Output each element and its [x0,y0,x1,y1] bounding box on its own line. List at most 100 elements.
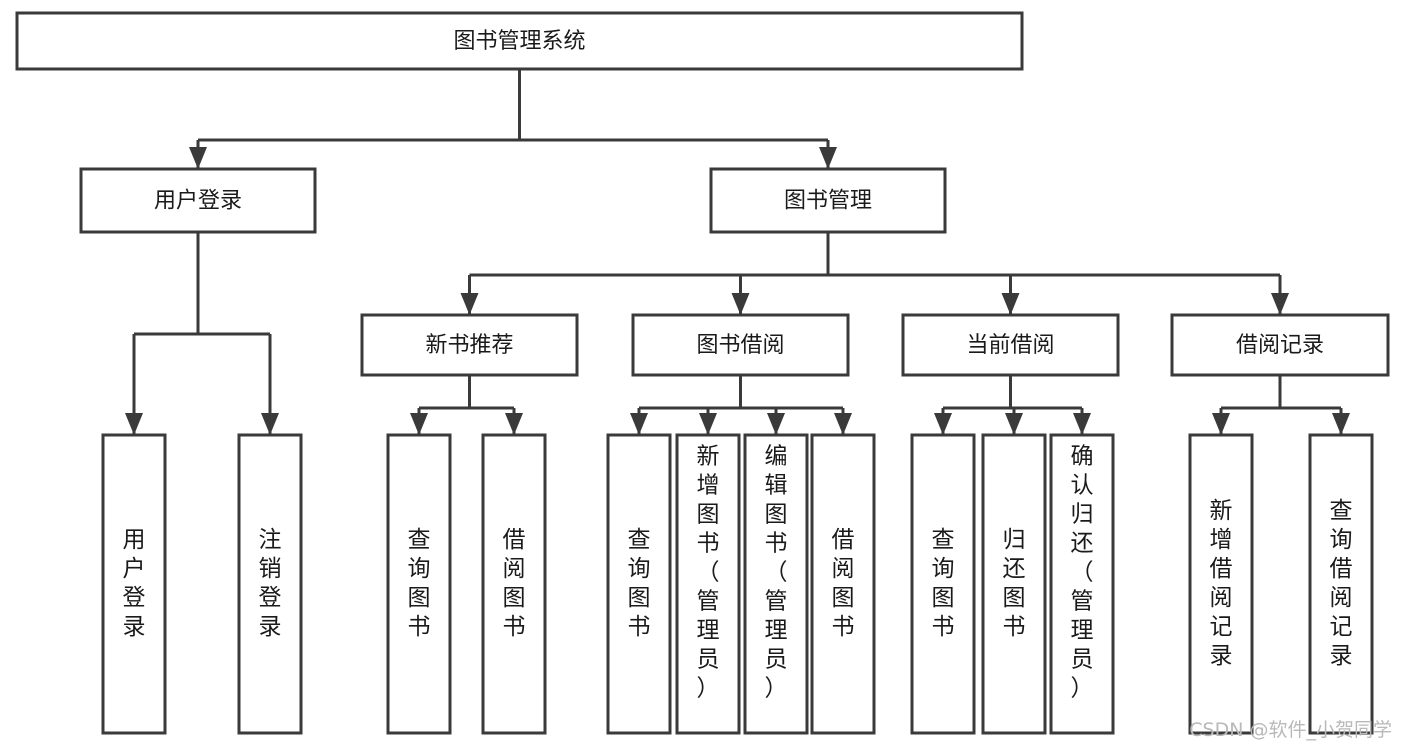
node-label-char: 阅 [1330,585,1353,611]
node-label-char: 理 [697,618,720,644]
node-label-char: 销 [259,556,282,582]
node-label-char: 查 [1330,498,1353,524]
node-label-char: （ [697,560,720,586]
node-label-char: 书 [765,531,788,557]
node-label-char: 理 [765,618,788,644]
node-label-char: 新 [697,444,720,470]
node-leaf-user-login[interactable]: 用户登录 [101,433,167,735]
node-label-char: 员 [765,647,788,673]
node-label-char: 用 [123,527,146,553]
node-label-char: 查 [408,527,431,553]
node-label-char: 员 [697,647,720,673]
node-label-char: 阅 [1210,585,1233,611]
node-label-char: ） [697,676,720,702]
node-label-char: 图 [832,585,855,611]
node-label-char: 查 [628,527,651,553]
node-label-char: 登 [259,585,282,611]
node-label-char: 记 [1330,614,1353,640]
node-label-char: （ [1071,560,1094,586]
arrow-head-icon [1005,413,1023,435]
arrow-head-icon [410,413,428,435]
node-book-borrow[interactable]: 图书借阅 [631,313,850,377]
node-label-char: 认 [1071,473,1094,499]
node-label-char: 询 [1330,527,1353,553]
arrow-head-icon [505,413,523,435]
node-label-char: ） [765,676,788,702]
node-label-char: 借 [832,527,855,553]
connector-layer [125,69,1350,435]
node-label-char: 记 [1210,614,1233,640]
node-label-char: （ [765,560,788,586]
node-label: 图书管理系统 [453,29,585,54]
arrow-head-icon [767,413,785,435]
node-label-char: 归 [1003,527,1026,553]
node-label-char: 注 [259,527,282,553]
arrow-head-icon [1212,413,1230,435]
node-user-login[interactable]: 用户登录 [79,167,317,234]
node-label: 图书管理 [784,189,872,214]
node-label-char: 询 [628,556,651,582]
node-label-char: 书 [932,614,955,640]
node-label-char: 图 [1003,585,1026,611]
node-label-char: 增 [1210,527,1233,553]
node-label-char: 户 [123,556,146,582]
node-label-char: 管 [1071,589,1094,615]
node-label-char: 新 [1210,498,1233,524]
node-label-char: 图 [503,585,526,611]
node-label-char: 确 [1071,444,1094,470]
node-label-char: 书 [628,614,651,640]
node-root[interactable]: 图书管理系统 [15,11,1024,71]
node-label-char: 图 [628,585,651,611]
node-label-char: 书 [408,614,431,640]
node-label-char: 录 [259,614,282,640]
node-new-book-recommend[interactable]: 新书推荐 [360,313,579,377]
node-label-char: 增 [697,473,720,499]
node-label-char: 归 [1071,502,1094,528]
node-label-char: 借 [1330,556,1353,582]
arrow-head-icon [1332,413,1350,435]
node-label-char: 询 [932,556,955,582]
arrow-head-icon [819,147,837,169]
node-label-char: 阅 [503,556,526,582]
node-borrow-record[interactable]: 借阅记录 [1170,313,1390,377]
arrow-head-icon [189,147,207,169]
node-label-char: 询 [408,556,431,582]
node-label-char: 图 [765,502,788,528]
node-label-char: 还 [1071,531,1094,557]
node-label-char: 录 [1330,643,1353,669]
node-label-char: 管 [765,589,788,615]
node-label: 当前借阅 [966,333,1054,358]
node-book-management[interactable]: 图书管理 [709,167,947,234]
node-label-char: 编 [765,444,788,470]
node-current-borrow[interactable]: 当前借阅 [901,313,1120,377]
arrow-head-icon [934,413,952,435]
node-label-char: 借 [503,527,526,553]
arrow-head-icon [834,413,852,435]
node-label-char: 辑 [765,473,788,499]
node-label: 新书推荐 [425,333,513,358]
node-label-char: 录 [123,614,146,640]
arrow-head-icon [1271,293,1289,315]
node-label-char: 书 [832,614,855,640]
node-label: 用户登录 [154,189,242,214]
node-label-char: 书 [503,614,526,640]
node-label-char: 理 [1071,618,1094,644]
node-label-char: 图 [697,502,720,528]
node-label-char: 员 [1071,647,1094,673]
arrow-head-icon [460,293,479,315]
node-label-char: 录 [1210,643,1233,669]
